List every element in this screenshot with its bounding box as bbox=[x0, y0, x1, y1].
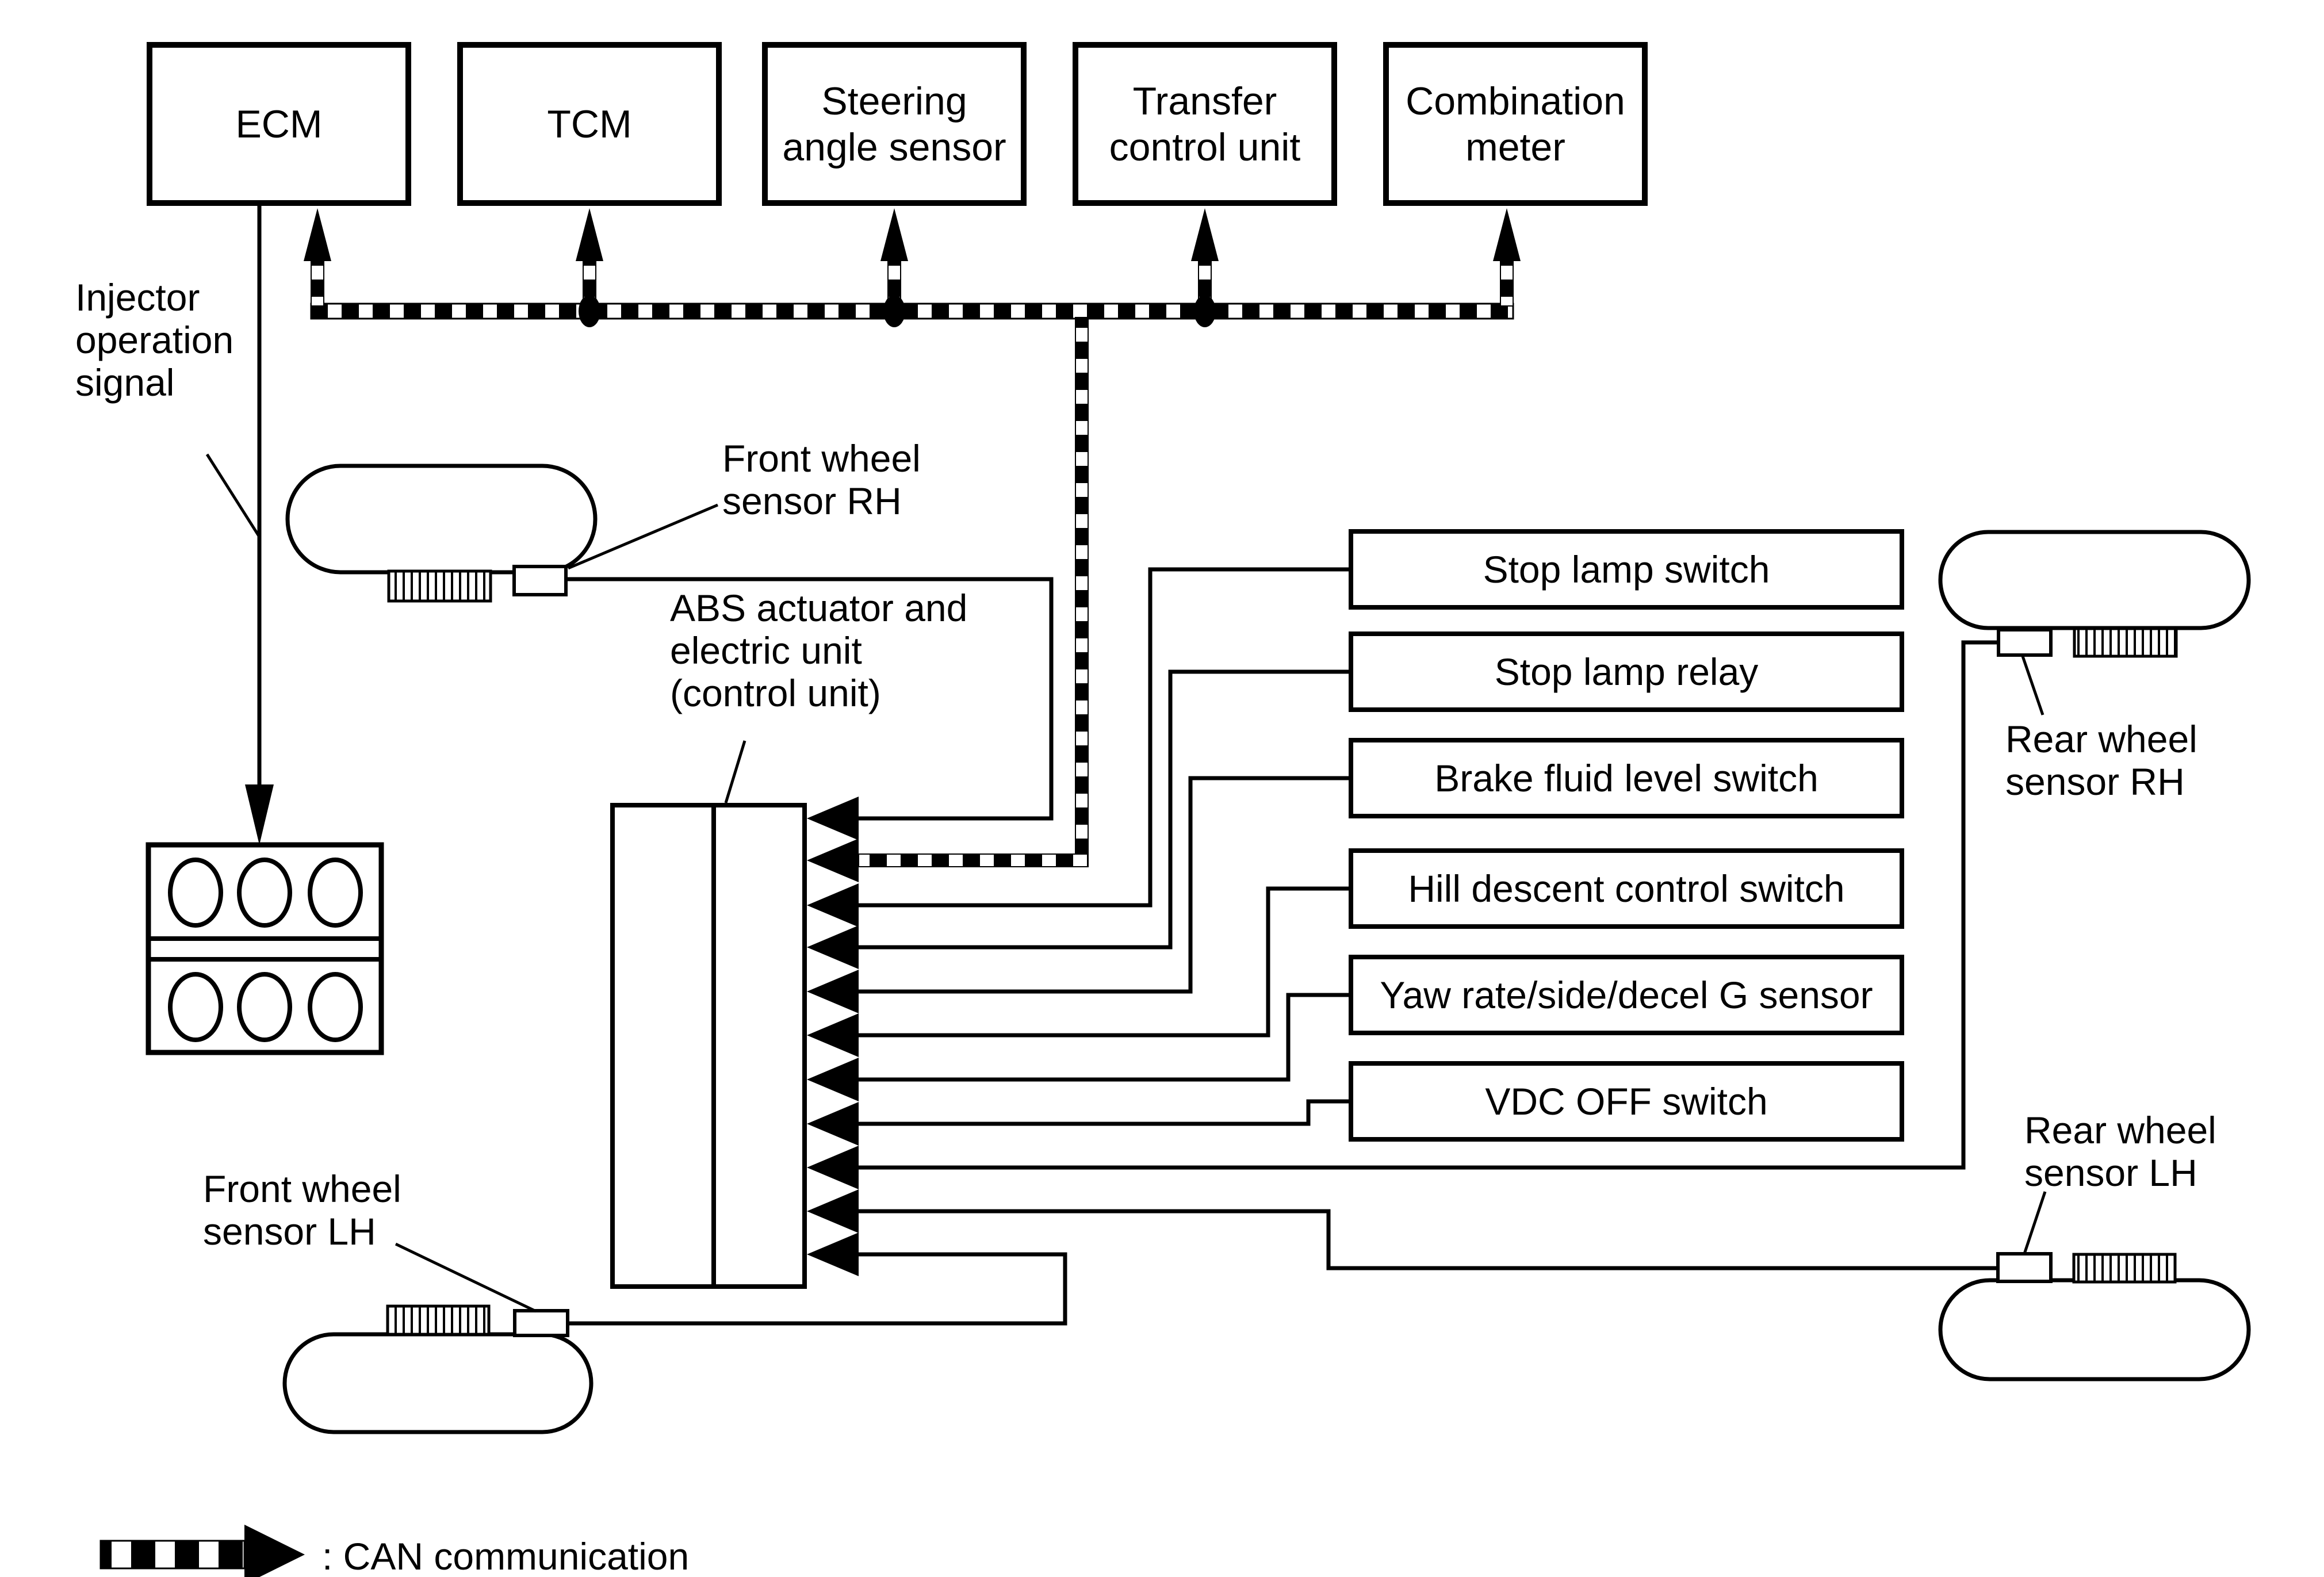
leader-rear-lh bbox=[2023, 1191, 2047, 1254]
box-brake-fluid-level-switch: Brake fluid level switch bbox=[1349, 738, 1904, 818]
can-shaft-combination bbox=[1500, 259, 1514, 307]
box-label: ECM bbox=[235, 102, 323, 146]
abs-box-divider bbox=[711, 807, 716, 1284]
can-arrowhead-steering bbox=[880, 208, 908, 261]
box-label: Hill descent control switch bbox=[1408, 867, 1845, 910]
can-arrowhead-transfer bbox=[1191, 208, 1219, 261]
sensor-rotor bbox=[2073, 627, 2178, 658]
cylinder-circle bbox=[168, 972, 223, 1042]
box-tcm: TCM bbox=[457, 42, 722, 206]
tire bbox=[285, 464, 598, 575]
sensor-rotor bbox=[2072, 1253, 2177, 1284]
injector-signal-line bbox=[245, 206, 274, 845]
box-vdc-off-switch: VDC OFF switch bbox=[1349, 1061, 1904, 1142]
can-arrowhead-abs bbox=[807, 839, 859, 882]
tire bbox=[1938, 530, 2251, 630]
cylinder-circle bbox=[308, 858, 363, 928]
can-drop-horizontal bbox=[858, 853, 1089, 867]
legend-symbol bbox=[99, 1525, 305, 1577]
legend-can-bar bbox=[99, 1540, 246, 1570]
label-injector-operation-signal: Injector operation signal bbox=[75, 276, 234, 404]
can-arrowhead-tcm bbox=[576, 208, 603, 261]
leader-front-lh bbox=[395, 1242, 537, 1313]
wire-stop-lamp-relay bbox=[859, 669, 1349, 950]
box-label: Steering bbox=[821, 79, 967, 123]
box-stop-lamp-switch: Stop lamp switch bbox=[1349, 529, 1904, 610]
box-label: Brake fluid level switch bbox=[1434, 757, 1818, 799]
can-shaft-ecm bbox=[311, 259, 324, 307]
legend-can-arrowhead bbox=[244, 1525, 305, 1577]
leader-lines bbox=[205, 453, 2047, 1313]
wire-rear-rh bbox=[859, 640, 1998, 1170]
can-junction-dot bbox=[1194, 295, 1216, 327]
front-wheel-sensor-rh-symbol bbox=[285, 464, 598, 603]
box-label: Yaw rate/side/decel G sensor bbox=[1380, 974, 1873, 1016]
rear-wheel-sensor-lh-symbol bbox=[1938, 1252, 2251, 1381]
leader-rear-rh bbox=[2021, 656, 2044, 715]
front-wheel-sensor-lh-symbol bbox=[282, 1304, 594, 1434]
sensor-connector bbox=[512, 565, 568, 596]
box-label: VDC OFF switch bbox=[1485, 1080, 1768, 1123]
sensor-connector bbox=[1996, 1252, 2053, 1283]
box-label: Stop lamp relay bbox=[1494, 650, 1759, 693]
box-label: Stop lamp switch bbox=[1483, 548, 1770, 591]
box-ecm: ECM bbox=[147, 42, 411, 206]
label-front-wheel-sensor-rh: Front wheel sensor RH bbox=[722, 437, 921, 522]
can-bus bbox=[304, 208, 1521, 882]
wire-hill-descent bbox=[859, 886, 1349, 1038]
sensor-connector bbox=[1997, 628, 2053, 657]
label-rear-wheel-sensor-rh: Rear wheel sensor RH bbox=[2005, 718, 2197, 803]
cylinder-circle bbox=[237, 972, 292, 1042]
cylinder-circle bbox=[168, 858, 223, 928]
box-abs-actuator bbox=[610, 803, 807, 1289]
wire-front-lh bbox=[568, 1252, 1067, 1326]
can-arrowhead-ecm bbox=[304, 208, 331, 261]
tire bbox=[282, 1332, 594, 1434]
wire-front-rh bbox=[566, 577, 1054, 821]
can-arrowhead-combination bbox=[1493, 208, 1521, 261]
sensor-rotor bbox=[387, 569, 492, 603]
engine-symbol bbox=[146, 842, 384, 1055]
down-arrowhead-engine bbox=[245, 784, 274, 845]
cylinder-circle bbox=[237, 858, 292, 928]
wire-stop-lamp-switch bbox=[859, 567, 1349, 908]
abs-input-arrowheads bbox=[807, 797, 859, 1276]
can-junction-dot bbox=[883, 295, 905, 327]
box-hill-descent-control-switch: Hill descent control switch bbox=[1349, 848, 1904, 929]
can-drop-vertical bbox=[1075, 317, 1089, 867]
wire-yaw-rate bbox=[859, 993, 1349, 1082]
leader-injector bbox=[205, 453, 262, 539]
can-junction-dot bbox=[579, 295, 600, 327]
wire-rear-lh bbox=[859, 1209, 1998, 1270]
leader-front-rh bbox=[568, 503, 718, 570]
wire-brake-fluid bbox=[859, 776, 1349, 994]
box-stop-lamp-relay: Stop lamp relay bbox=[1349, 631, 1904, 712]
label-rear-wheel-sensor-lh: Rear wheel sensor LH bbox=[2024, 1109, 2216, 1194]
sensor-connector bbox=[513, 1309, 569, 1337]
legend-can-text: : CAN communication bbox=[322, 1535, 690, 1577]
box-label: Combination bbox=[1406, 79, 1625, 123]
cylinder-circle bbox=[308, 972, 363, 1042]
box-label: Transfer bbox=[1132, 79, 1277, 123]
box-label: TCM bbox=[547, 102, 632, 146]
leader-abs bbox=[724, 740, 746, 803]
wire-vdc-off bbox=[859, 1099, 1349, 1126]
label-front-wheel-sensor-lh: Front wheel sensor LH bbox=[203, 1168, 401, 1253]
box-yaw-rate-sensor: Yaw rate/side/decel G sensor bbox=[1349, 955, 1904, 1035]
rear-wheel-sensor-rh-symbol bbox=[1938, 530, 2251, 658]
label-abs-actuator: ABS actuator and electric unit (control … bbox=[670, 587, 968, 714]
sensor-rotor bbox=[386, 1304, 491, 1336]
tire bbox=[1938, 1278, 2251, 1381]
